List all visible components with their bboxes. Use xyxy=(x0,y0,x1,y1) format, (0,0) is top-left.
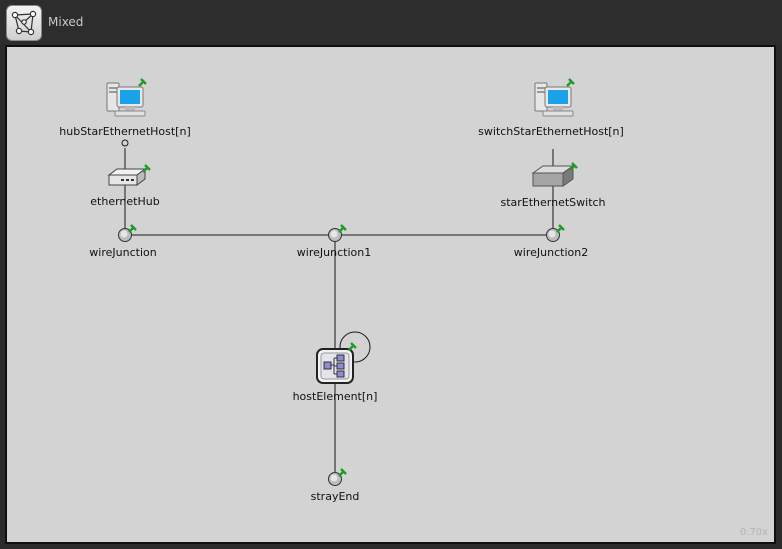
green-pin-icon xyxy=(338,468,347,477)
hub-host-label: hubStarEthernetHost[n] xyxy=(59,125,191,138)
junction2-label: wireJunction2 xyxy=(513,246,589,259)
stray-end-label: strayEnd xyxy=(310,490,360,503)
wire-junction-icon[interactable] xyxy=(117,223,139,249)
wire-junction-icon[interactable] xyxy=(327,467,349,493)
junction1-label: wireJunction1 xyxy=(296,246,372,259)
hub-label: ethernetHub xyxy=(90,195,160,208)
desktop-computer-icon[interactable] xyxy=(533,77,577,123)
switch-host-label: switchStarEthernetHost[n] xyxy=(478,125,624,138)
wire-junction-icon[interactable] xyxy=(545,223,567,249)
junction0-label: wireJunction xyxy=(89,246,157,259)
green-pin-icon xyxy=(128,224,137,233)
title-bar: Mixed xyxy=(0,0,782,45)
network-graph-icon[interactable] xyxy=(6,5,42,41)
green-pin-icon xyxy=(569,162,578,171)
desktop-computer-icon[interactable] xyxy=(105,77,149,123)
window-title: Mixed xyxy=(48,15,84,29)
green-pin-icon xyxy=(338,224,347,233)
green-pin-icon xyxy=(348,342,357,351)
wire-junction-icon[interactable] xyxy=(327,223,349,249)
green-pin-icon xyxy=(138,78,147,87)
green-pin-icon xyxy=(142,164,151,173)
host-element-label: hostElement[n] xyxy=(292,390,378,403)
host-element-icon[interactable] xyxy=(315,341,361,389)
ethernet-switch-icon[interactable] xyxy=(529,161,579,199)
zoom-indicator: 0.70x xyxy=(739,527,768,538)
switch-label: starEthernetSwitch xyxy=(500,196,606,209)
network-canvas[interactable]: hubStarEthernetHost[n] switchStarEtherne… xyxy=(5,45,776,544)
green-pin-icon xyxy=(556,224,565,233)
ethernet-hub-icon[interactable] xyxy=(105,163,151,199)
green-pin-icon xyxy=(566,78,575,87)
host-element-loop xyxy=(339,331,371,363)
